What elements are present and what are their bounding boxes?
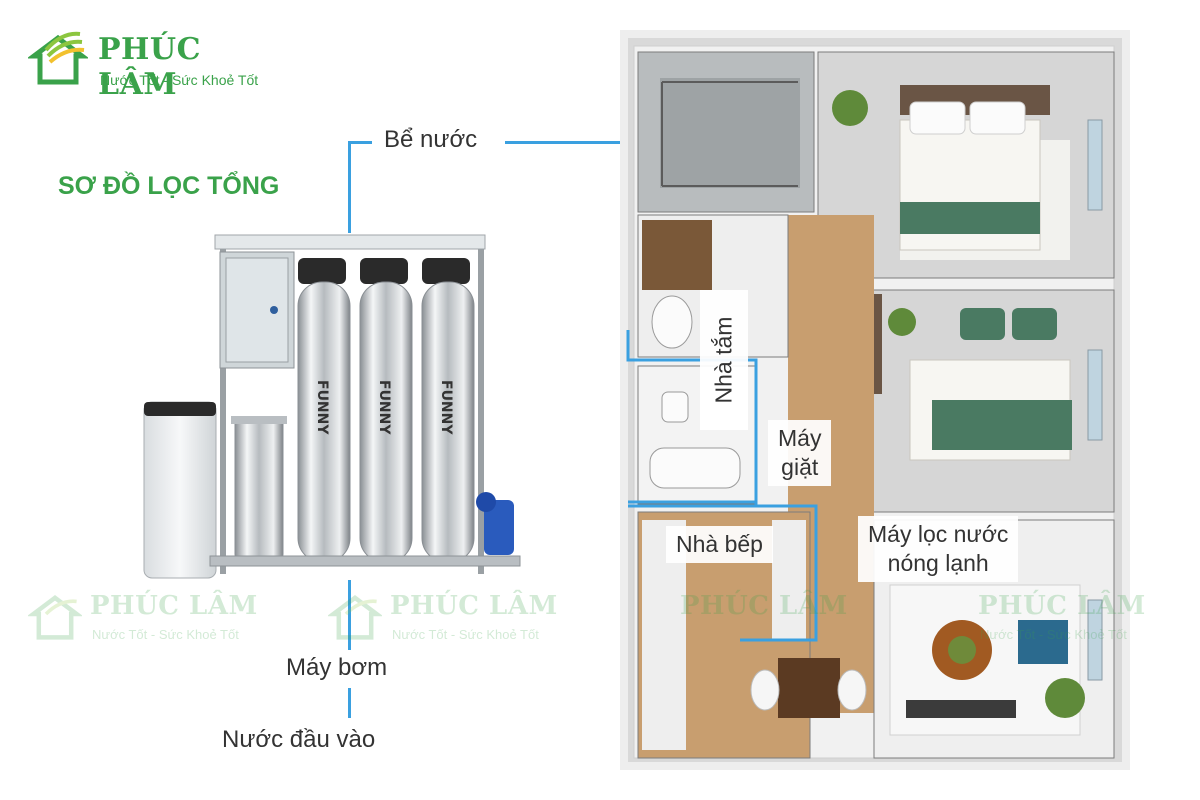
watermark-name: PHÚC LÂM — [90, 591, 258, 621]
label-kitchen: Nhà bếp — [666, 526, 773, 563]
brand-tagline: Nước Tốt - Sức Khoẻ Tốt — [100, 72, 259, 88]
label-purifier-line1: Máy lọc nước — [868, 521, 1009, 547]
pipe-line-to-house — [505, 141, 629, 144]
pipe-line-pump — [348, 580, 351, 650]
floor-plan — [620, 30, 1130, 770]
watermark-1: PHÚC LÂM Nước Tốt - Sức Khoẻ Tốt — [28, 585, 278, 655]
house-logo-icon — [328, 594, 382, 640]
label-purifier-line2: nóng lạnh — [887, 549, 989, 576]
label-bathroom-box: Nhà tắm — [700, 290, 748, 430]
tank-brand-1: FUNNY — [314, 380, 330, 435]
watermark-2: PHÚC LÂM Nước Tốt - Sức Khoẻ Tốt — [328, 585, 578, 655]
watermark-name: PHÚC LÂM — [978, 591, 1146, 621]
label-purifier: Máy lọc nước nóng lạnh — [858, 516, 1019, 582]
house-logo-icon — [28, 594, 82, 640]
pipe-line-input — [348, 688, 351, 718]
water-pipes — [626, 330, 818, 642]
diagram-title: SƠ ĐỒ LỌC TỔNG — [58, 172, 280, 200]
pipe-line-left-top — [348, 141, 351, 233]
label-washer: Máy giặt — [768, 420, 832, 486]
tank-brand-3: FUNNY — [438, 380, 454, 435]
house-logo-icon — [28, 31, 88, 85]
watermark-3: PHÚC LÂM — [640, 585, 890, 655]
tank-brand-2: FUNNY — [376, 380, 392, 435]
watermark-tagline: Nước Tốt - Sức Khoẻ Tốt — [980, 627, 1127, 642]
label-washer-line1: Máy — [778, 425, 822, 451]
label-input: Nước đầu vào — [216, 726, 382, 754]
watermark-tagline: Nước Tốt - Sức Khoẻ Tốt — [392, 627, 539, 642]
label-bathroom: Nhà tắm — [710, 316, 737, 404]
control-heads — [298, 258, 470, 284]
pipe-line-tank-top — [348, 141, 372, 144]
brand-name: PHÚC LÂM — [98, 32, 201, 102]
watermark-tagline: Nước Tốt - Sức Khoẻ Tốt — [92, 627, 239, 642]
brand-logo: PHÚC LÂM Nước Tốt - Sức Khoẻ Tốt — [28, 22, 288, 102]
watermark-4: PHÚC LÂM Nước Tốt - Sức Khoẻ Tốt — [938, 585, 1188, 655]
watermark-name: PHÚC LÂM — [680, 591, 848, 621]
watermark-name: PHÚC LÂM — [390, 591, 558, 621]
filter-system-illustration: FUNNY FUNNY FUNNY — [143, 234, 521, 579]
label-washer-line2: giặt — [781, 453, 819, 480]
label-tank: Bể nước — [378, 126, 484, 154]
label-pump: Máy bơm — [280, 654, 394, 682]
